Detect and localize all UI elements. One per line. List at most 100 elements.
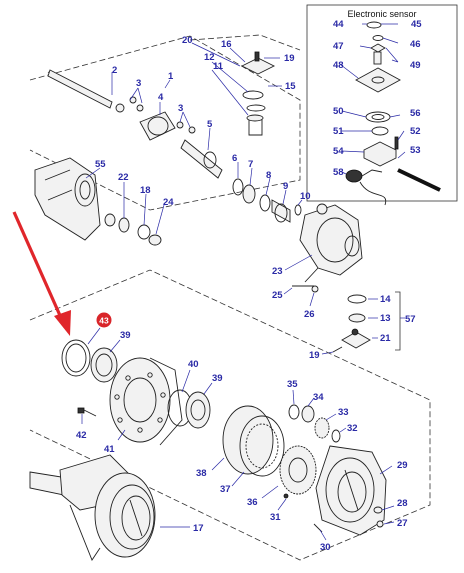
label-9: 9 (283, 181, 288, 192)
bracket-57 (395, 291, 401, 351)
part-32-pin (331, 429, 341, 443)
part-22-bushing (118, 217, 130, 233)
label-19a: 19 (284, 53, 295, 64)
label-3b: 3 (178, 103, 183, 114)
electronic-sensor-inset: Electronic sensor 44 45 46 47 (306, 4, 458, 206)
steering-knuckle (299, 203, 363, 283)
leader-34 (307, 397, 315, 407)
lower-assembly-frame (29, 269, 431, 561)
planet-housing (315, 445, 387, 536)
part-43-seal (61, 339, 91, 377)
label-47: 47 (333, 41, 344, 52)
label-36: 36 (247, 497, 258, 508)
label-19b: 19 (309, 350, 320, 361)
label-44: 44 (333, 19, 344, 30)
leader-3a (129, 87, 143, 104)
label-22: 22 (118, 172, 129, 183)
part-7-seal (242, 184, 256, 204)
label-29: 29 (397, 460, 408, 471)
hub-bolt-hole-1 (125, 375, 131, 381)
part-58-lead (361, 169, 383, 177)
leader-20 (191, 42, 241, 67)
label-48: 48 (333, 60, 344, 71)
highlight-callout-43: 43 (96, 312, 112, 328)
leader-30 (319, 529, 327, 541)
label-58: 58 (333, 167, 344, 178)
label-55: 55 (95, 159, 106, 170)
assembled-final-drive (29, 454, 156, 561)
part-53-cable (397, 168, 441, 192)
part-4-joint-ring (147, 116, 169, 136)
leader-16 (229, 47, 246, 63)
part-24-bushing (148, 234, 162, 246)
label-56: 56 (410, 108, 421, 119)
part-29-face-line (344, 469, 359, 511)
hub-bolt-hole-2 (147, 372, 153, 378)
label-35: 35 (287, 379, 298, 390)
label-25: 25 (272, 290, 283, 301)
part-55-bore (74, 173, 96, 207)
part-39-bearing (185, 391, 211, 429)
label-32: 32 (347, 423, 358, 434)
part-19-bolt-bottom (332, 346, 343, 353)
leader-26 (309, 292, 315, 307)
label-11: 11 (213, 61, 224, 72)
inset-frame (306, 4, 458, 202)
part-37-gear-teeth (245, 423, 279, 469)
part-21-stud (351, 328, 359, 336)
leader-56 (389, 114, 401, 118)
leader-24 (155, 204, 165, 235)
label-41: 41 (104, 444, 115, 455)
planet-gears (288, 404, 341, 443)
leader-54 (341, 150, 365, 153)
callout-badge (96, 312, 112, 328)
part-14-ring (347, 294, 367, 304)
part-3-pin-c (188, 126, 196, 134)
part-9-rim (274, 203, 288, 223)
leader-31 (277, 498, 287, 511)
leader-10 (297, 199, 303, 206)
label-39a: 39 (120, 330, 131, 341)
leader-48 (340, 64, 359, 79)
leader-53 (397, 151, 406, 159)
part-41-center (123, 377, 157, 423)
leader-8 (265, 177, 271, 196)
lower-pivot-parts (332, 291, 401, 353)
part-34-washer (301, 405, 315, 423)
leader-3b (179, 111, 191, 128)
label-51: 51 (333, 126, 344, 137)
part-39-ring-a-inner (95, 353, 113, 377)
part-9-sleeve (271, 199, 291, 223)
part-15-shim (246, 104, 266, 112)
leader-33 (325, 413, 337, 421)
part-23-top-boss (316, 203, 328, 215)
leader-35 (292, 389, 295, 405)
part-17-hub-face (121, 495, 151, 541)
part-16-cap (240, 57, 276, 75)
part-46-ring (372, 35, 384, 41)
hub-bolt-hole-5 (137, 427, 143, 433)
part-36-sun-gear (279, 445, 317, 495)
part-8-ring (259, 194, 271, 212)
label-34: 34 (313, 392, 324, 403)
bolt-25-26 (292, 285, 319, 293)
part-39-bearing-inner (190, 399, 206, 421)
label-17: 17 (193, 523, 204, 534)
leader-9 (282, 189, 287, 205)
arrow-shaft (12, 211, 64, 321)
label-57: 57 (405, 314, 416, 325)
part-47-stem (373, 51, 382, 65)
part-41-body (149, 357, 183, 446)
leader-46 (382, 37, 399, 44)
part-12-ring (242, 90, 264, 100)
inset-title: Electronic sensor (347, 9, 416, 19)
part-3-pin-b (136, 104, 144, 112)
leader-38 (211, 457, 225, 471)
leader-32 (339, 427, 347, 433)
label-49: 49 (410, 60, 421, 71)
part-33-planet-gear (314, 417, 330, 439)
wheel-hub (109, 357, 183, 446)
axle-housing (34, 157, 101, 241)
part-35-ring (288, 404, 300, 420)
